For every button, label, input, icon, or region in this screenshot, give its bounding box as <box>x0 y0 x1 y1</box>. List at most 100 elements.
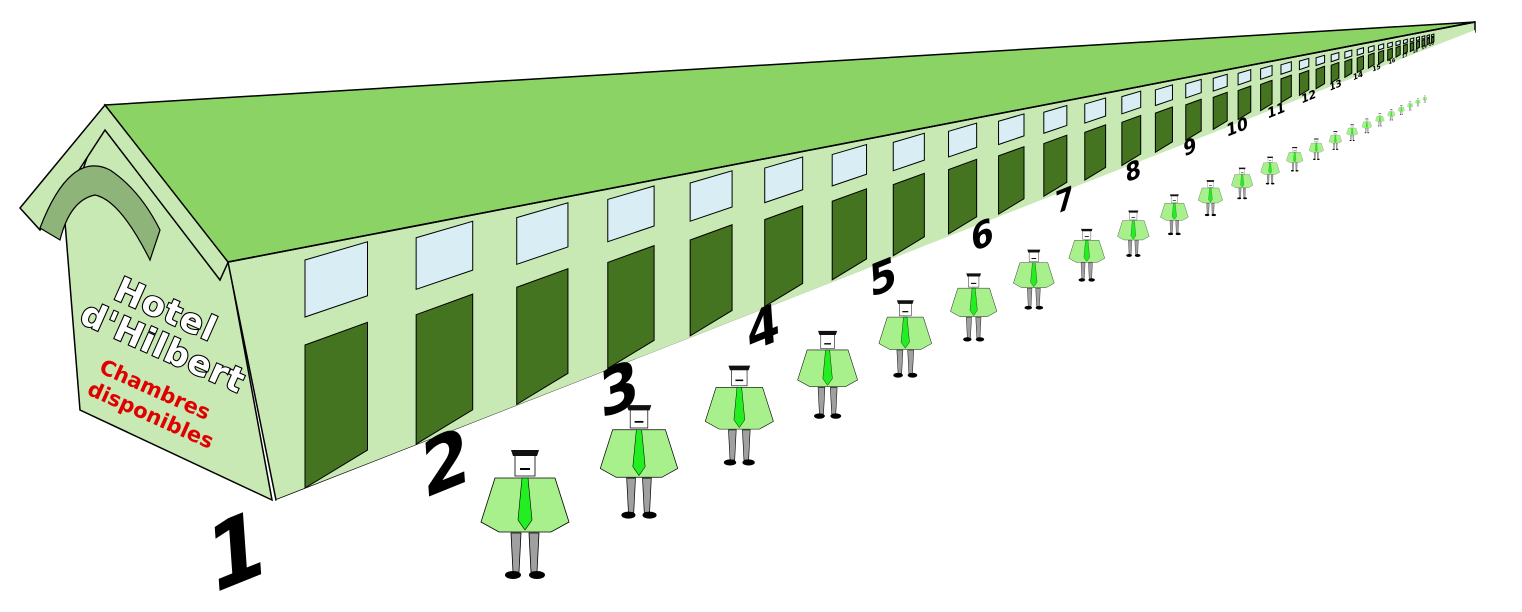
room-door <box>1344 58 1353 79</box>
room-window <box>1378 43 1385 51</box>
room-door <box>1280 74 1292 104</box>
room-door <box>1395 45 1401 59</box>
guest-figure <box>1117 210 1150 257</box>
guest-figure <box>1375 113 1385 127</box>
room-window <box>1280 61 1292 75</box>
room-window <box>1330 51 1340 63</box>
room-number: 6 <box>970 210 995 261</box>
guest-figure <box>1346 124 1358 142</box>
guest-figure <box>704 365 774 466</box>
room-window <box>831 143 868 187</box>
room-window <box>1415 36 1421 42</box>
guest-figure <box>1328 130 1342 150</box>
room-window <box>1315 54 1326 67</box>
room-window <box>1344 49 1353 60</box>
room-door <box>1378 49 1385 65</box>
room-door <box>1402 43 1408 56</box>
room-door <box>1212 91 1228 131</box>
room-window <box>1409 37 1415 43</box>
room-window <box>1043 104 1068 134</box>
room-window <box>1356 47 1365 56</box>
room-door <box>1367 52 1375 69</box>
room-number: 15 <box>1372 62 1381 74</box>
room-door <box>1315 65 1326 90</box>
room-number: 2 <box>419 408 472 517</box>
room-door <box>689 224 733 337</box>
guest-figure <box>1422 95 1428 103</box>
room-number: 4 <box>745 291 782 365</box>
room-window <box>1260 64 1273 81</box>
room-window <box>1387 41 1393 49</box>
room-window <box>1421 35 1426 40</box>
room-window <box>516 202 569 266</box>
room-door <box>1409 41 1415 53</box>
guest-figure <box>950 273 998 342</box>
guest-figure <box>480 450 570 579</box>
room-door <box>1237 85 1252 121</box>
room-window <box>304 241 369 318</box>
room-door <box>1330 61 1340 84</box>
guest-figure <box>1308 138 1324 161</box>
room-number: 18 <box>1413 47 1419 54</box>
room-window <box>892 132 925 172</box>
room-window <box>1402 38 1408 45</box>
room-window <box>1212 73 1228 92</box>
room-window <box>689 170 733 222</box>
room-door <box>1426 37 1431 46</box>
room-window <box>948 122 978 158</box>
guests <box>480 95 1428 579</box>
guest-figure <box>599 405 679 519</box>
room-door <box>831 188 868 281</box>
ground-path <box>276 30 1475 540</box>
room-door <box>415 293 474 445</box>
room-window <box>1237 69 1252 86</box>
room-number: 7 <box>1054 179 1075 221</box>
guest-figure <box>878 300 932 378</box>
guest-figure <box>1397 105 1405 116</box>
room-number: 8 <box>1124 153 1141 189</box>
guest-figure <box>1361 118 1372 134</box>
room-door <box>1431 36 1435 45</box>
room-door <box>1185 98 1202 142</box>
room-number: 13 <box>1329 78 1342 94</box>
room-number: 19 <box>1421 43 1427 50</box>
guest-figure <box>1231 167 1254 200</box>
room-door <box>304 321 369 489</box>
room-window <box>607 185 655 243</box>
guest-figure <box>1260 156 1280 185</box>
guest-figure <box>1068 228 1105 282</box>
room-window <box>764 156 804 204</box>
guest-figure <box>797 330 858 419</box>
room-door <box>1356 55 1365 74</box>
room-window <box>1121 90 1142 115</box>
room-number: 16 <box>1388 57 1396 66</box>
gable-arch-window <box>39 165 161 262</box>
room-door <box>1298 69 1310 97</box>
room-window <box>1084 97 1107 124</box>
room-door <box>1387 47 1393 62</box>
room-window <box>1154 84 1173 107</box>
room-door <box>1421 38 1426 48</box>
room-door <box>764 205 804 308</box>
room-window <box>1426 34 1431 39</box>
room-window <box>998 113 1025 146</box>
room-number: 14 <box>1353 69 1364 82</box>
room-number: 10 <box>1226 112 1249 141</box>
room-window <box>415 220 474 291</box>
room-number: 20 <box>1429 40 1435 47</box>
room-windows <box>304 33 1435 318</box>
room-door <box>1415 40 1421 51</box>
room-door <box>1121 114 1142 167</box>
room-door <box>1154 106 1173 154</box>
room-door <box>1084 124 1107 181</box>
guest-figure <box>1013 249 1055 310</box>
room-number: 17 <box>1402 52 1408 60</box>
guest-figure <box>1415 98 1421 107</box>
room-number: 12 <box>1301 86 1317 106</box>
room-door <box>1043 134 1068 198</box>
room-door <box>998 145 1025 216</box>
room-number: 5 <box>868 247 899 309</box>
guest-figure <box>1387 108 1396 121</box>
